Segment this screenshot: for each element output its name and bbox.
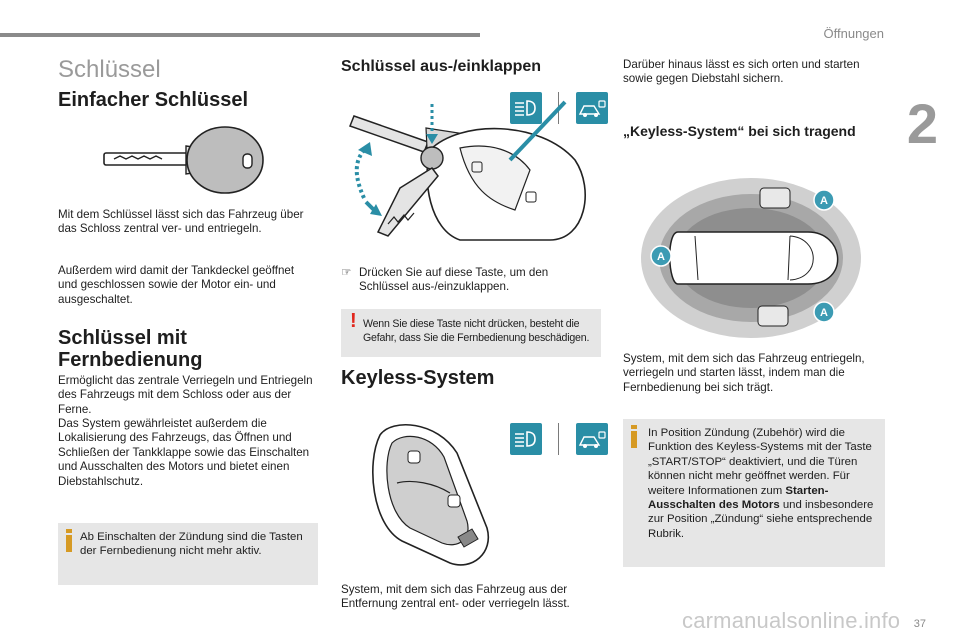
paragraph-simple-1: Mit dem Schlüssel lässt sich das Fahrzeu… xyxy=(58,208,304,236)
simple-key-illustration xyxy=(103,126,264,194)
info-note-remote: Ab Einschalten der Zündung sind die Tast… xyxy=(58,523,318,585)
fold-key-illustration xyxy=(349,100,586,241)
paragraph-keyless: System, mit dem sich das Fahrzeug aus de… xyxy=(341,583,570,611)
watermark: carmanualsonline.info xyxy=(682,608,901,633)
indicator-group-bottom xyxy=(510,423,620,460)
info-icon xyxy=(66,529,73,552)
warning-exclamation-icon: ! xyxy=(350,310,357,332)
heading-remote-key: Schlüssel mit Fernbedienung xyxy=(58,327,203,371)
indicator-group-top xyxy=(510,92,620,129)
headlight-indicator-icon xyxy=(510,423,542,455)
zone-label-a: A xyxy=(820,195,828,207)
paragraph-remote-1: Ermöglicht das zentrale Verriegeln und E… xyxy=(58,374,313,416)
info-note-remote-text: Ab Einschalten der Zündung sind die Tast… xyxy=(80,531,303,558)
paragraph-remote-2: Das System gewährleistet außerdem die Lo… xyxy=(58,417,310,488)
paragraph-system: System, mit dem sich das Fahrzeug entrie… xyxy=(623,352,865,394)
header-rule xyxy=(0,33,480,37)
paragraph-intro: Darüber hinaus lässt es sich orten und s… xyxy=(623,58,860,86)
bullet-arrow-icon: ☞ xyxy=(341,266,352,279)
keyless-zone-diagram: A A A xyxy=(641,178,861,338)
page-title: Schlüssel xyxy=(58,56,161,83)
info-note-keyless-text-pre: In Position Zündung (Zubehör) wird die F… xyxy=(648,427,872,497)
heading-keyless: Keyless-System xyxy=(341,367,495,389)
info-note-keyless-text-post: und insbesondere zur Position „Zündung“ … xyxy=(648,499,874,540)
info-note-keyless: In Position Zündung (Zubehör) wird die F… xyxy=(623,419,885,567)
headlight-indicator-icon xyxy=(510,92,542,124)
page-number: 37 xyxy=(913,618,926,630)
bullet-fold: ☞ Drücken Sie auf diese Taste, um den Sc… xyxy=(341,266,591,295)
keyless-fob-illustration xyxy=(372,424,490,566)
warning-note-fold-text: Wenn Sie diese Taste nicht drücken, best… xyxy=(363,318,590,344)
info-note-keyless-text: In Position Zündung (Zubehör) wird die F… xyxy=(648,426,882,541)
warning-note-fold: ! Wenn Sie diese Taste nicht drücken, be… xyxy=(341,309,601,357)
door-lock-indicator-icon xyxy=(575,92,608,124)
zone-label-a: A xyxy=(657,251,665,263)
zone-label-a: A xyxy=(820,307,828,319)
door-lock-indicator-icon xyxy=(575,423,608,455)
paragraph-simple-2: Außerdem wird damit der Tankdeckel geöff… xyxy=(58,264,295,306)
chapter-number: 2 xyxy=(906,92,938,155)
heading-fold-key: Schlüssel aus-/einklappen xyxy=(341,58,542,75)
info-note-keyless-text-bold: Starten-Ausschalten des Motors xyxy=(648,484,829,512)
bullet-fold-text: Drücken Sie auf diese Taste, um den Schl… xyxy=(359,266,549,294)
chapter-title: Öffnungen xyxy=(823,26,884,41)
heading-keyless-carry: „Keyless-System“ bei sich tragend xyxy=(623,123,856,139)
info-icon xyxy=(631,425,638,448)
heading-simple-key: Einfacher Schlüssel xyxy=(58,89,249,111)
